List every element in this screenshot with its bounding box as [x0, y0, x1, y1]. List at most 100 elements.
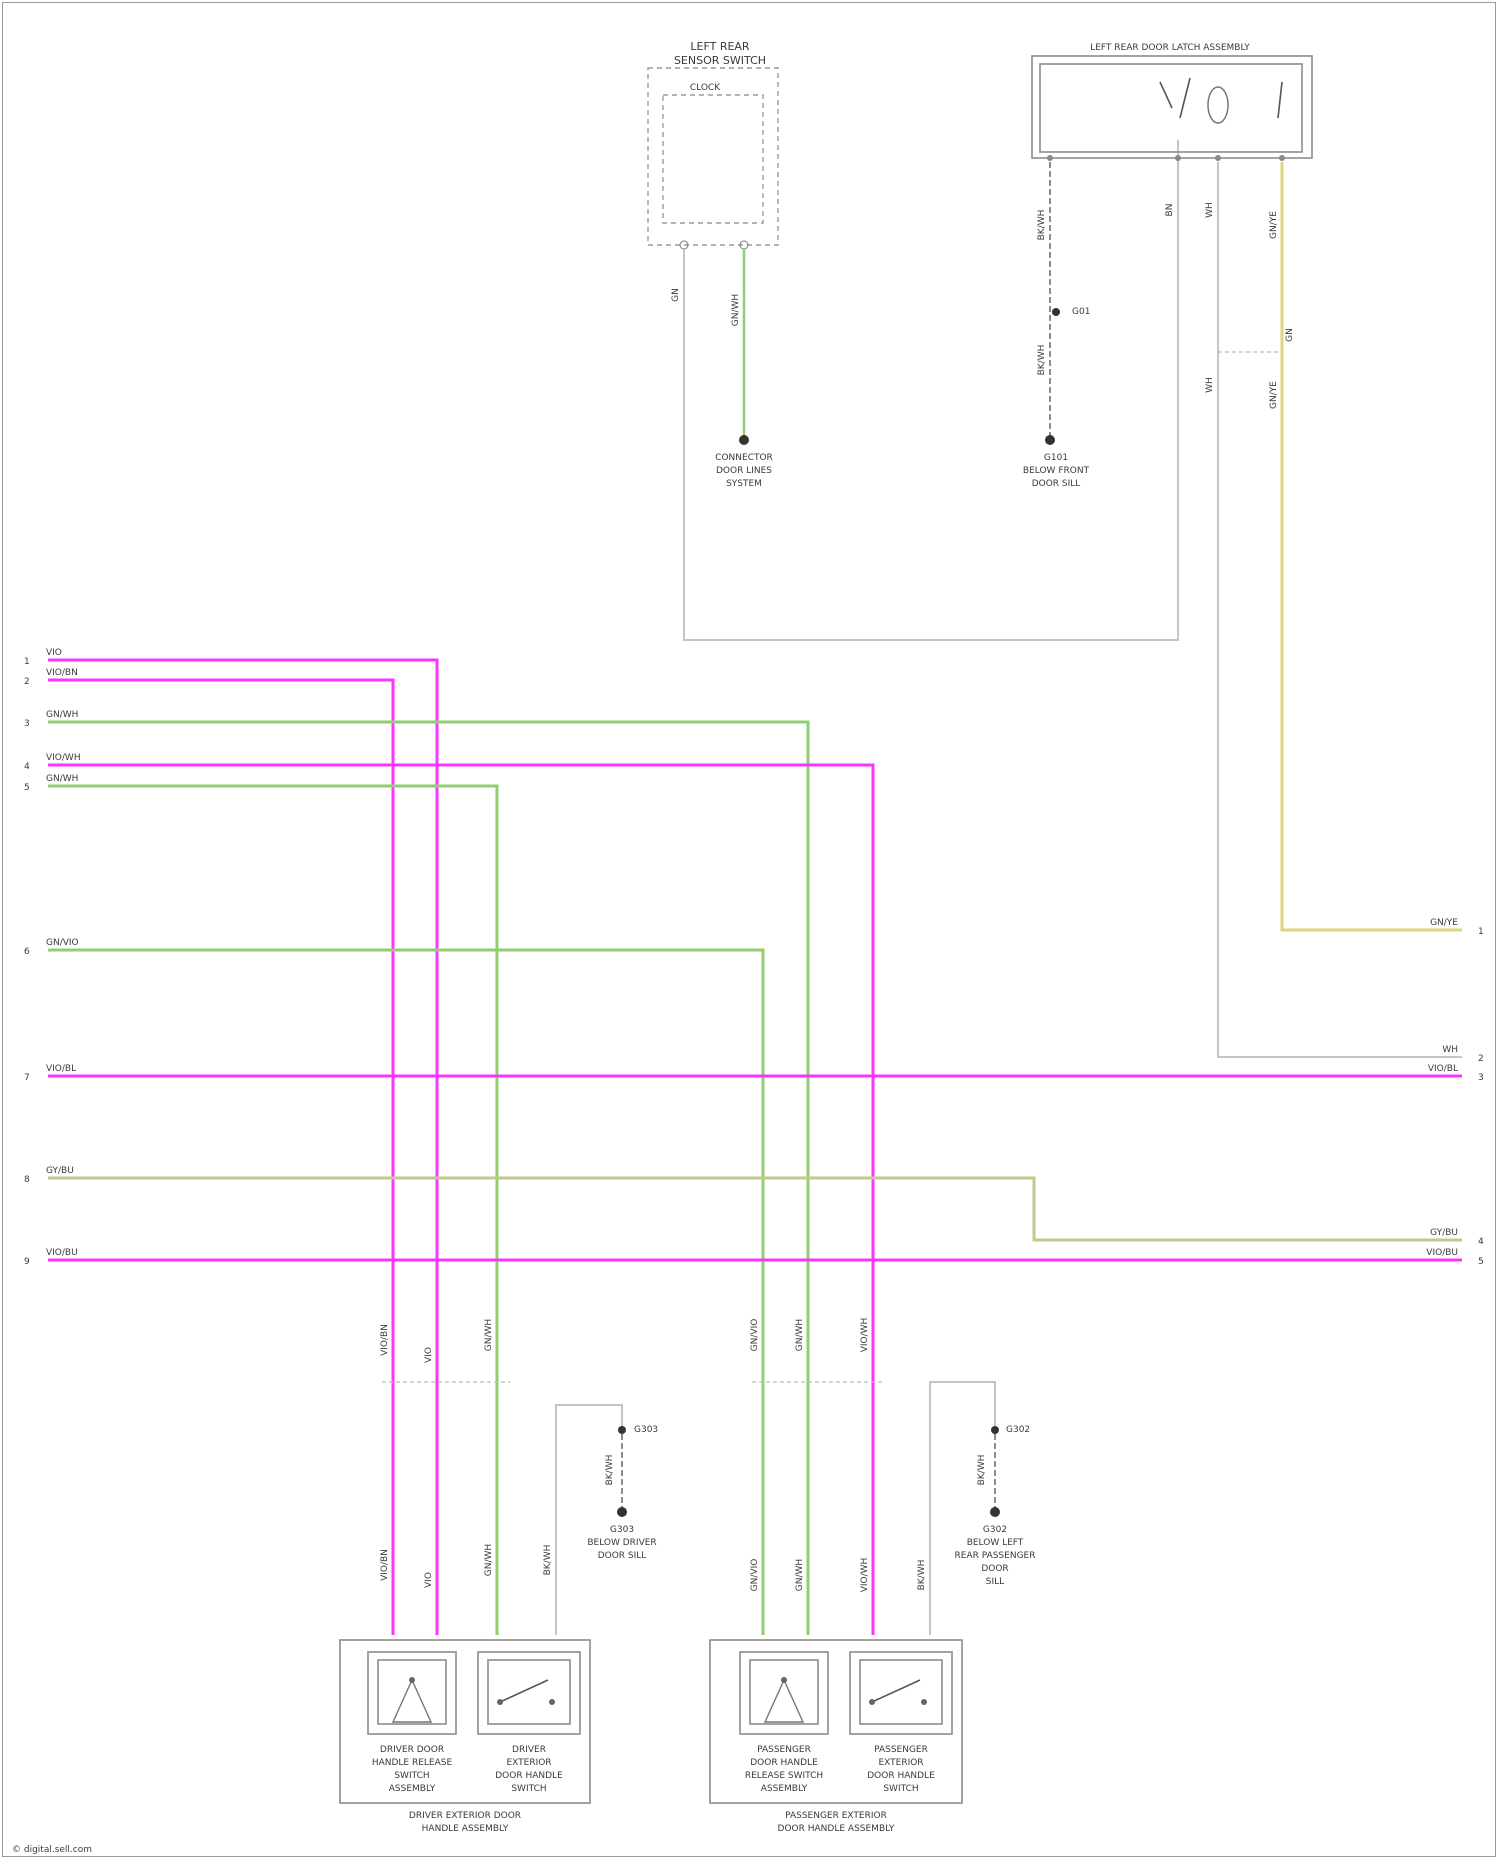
left-pin-4: 4: [24, 762, 30, 772]
left-wire-label-1: VIO: [46, 648, 62, 658]
right-pin-4: 4: [1478, 1237, 1484, 1247]
label-drv-b: VIO: [424, 1347, 434, 1363]
latch-pin-2: [1175, 155, 1181, 161]
ground-4-name-5: SILL: [986, 1577, 1004, 1587]
label-pass-d: BK/WH: [977, 1455, 987, 1486]
passenger-ground-splice: [991, 1426, 999, 1434]
ground-3-pin: G303: [634, 1425, 658, 1435]
passenger-motor-label-1: PASSENGER: [757, 1745, 811, 1755]
ground-1-name-2: DOOR LINES: [716, 466, 772, 476]
latch-splice-dot: [1052, 308, 1060, 316]
ground-1-name-3: SYSTEM: [726, 479, 762, 489]
passenger-switch-pin-b: [921, 1699, 927, 1705]
passenger-motor-inner: [750, 1660, 818, 1724]
right-connector-labels: GN/YE WH VIO/BL GY/BU VIO/BU 1 2 3 4 5: [1426, 918, 1484, 1267]
label-latch-b: BN: [1165, 204, 1175, 217]
ground-3-name-2: BELOW DRIVER: [587, 1538, 656, 1548]
driver-motor-label-2: HANDLE RELEASE: [372, 1758, 453, 1768]
driver-switch-label-3: DOOR HANDLE: [495, 1771, 563, 1781]
left-wire-label-2: VIO/BN: [46, 668, 78, 678]
ground-2-name-2: BELOW FRONT: [1023, 466, 1090, 476]
sensor-switch: LEFT REAR SENSOR SWITCH CLOCK: [648, 40, 778, 249]
label-pass-b: GN/WH: [795, 1319, 805, 1351]
right-pin-1: 1: [1478, 927, 1484, 937]
passenger-switch-label-4: SWITCH: [883, 1784, 918, 1794]
latch-switch-3: [1278, 82, 1282, 118]
passenger-assembly-caption-1: PASSENGER EXTERIOR: [785, 1811, 887, 1821]
label-latch-c: WH: [1205, 202, 1215, 218]
ground-3-name-1: G303: [610, 1525, 634, 1535]
latch-inner-box: [1040, 64, 1302, 152]
driver-ground-splice: [618, 1426, 626, 1434]
wire-passenger-ground-loop: [930, 1382, 995, 1635]
right-wire-label-5: VIO/BU: [1426, 1248, 1458, 1258]
ground-4-name-3: REAR PASSENGER: [955, 1551, 1036, 1561]
label-pass-b2: GN/WH: [795, 1559, 805, 1591]
label-drv-d: BK/WH: [605, 1455, 615, 1486]
left-pin-2: 2: [24, 677, 30, 687]
passenger-assembly-caption-2: DOOR HANDLE ASSEMBLY: [778, 1824, 895, 1834]
right-pin-5: 5: [1478, 1257, 1484, 1267]
driver-switch-label-4: SWITCH: [511, 1784, 546, 1794]
label-pass-c2: VIO/WH: [860, 1558, 870, 1593]
wire-1-vio: [48, 660, 437, 1635]
left-pin-5: 5: [24, 783, 30, 793]
driver-motor-inner: [378, 1660, 446, 1724]
ground-3-name-3: DOOR SILL: [598, 1551, 647, 1561]
label-sensor-a: GN: [671, 288, 681, 302]
ground-2-dot: [1045, 435, 1055, 445]
label-latch-e: BK/WH: [1037, 345, 1047, 376]
wire-8-gy-bu: [48, 1178, 1462, 1240]
right-wire-label-3: VIO/BL: [1428, 1064, 1458, 1074]
label-pass-a: GN/VIO: [750, 1319, 760, 1352]
left-pin-1: 1: [24, 657, 30, 667]
wire-driver-ground-loop: [556, 1405, 622, 1635]
left-wire-label-3: GN/WH: [46, 710, 78, 720]
driver-motor-label-1: DRIVER DOOR: [380, 1745, 444, 1755]
left-wire-label-4: VIO/WH: [46, 753, 81, 763]
latch-motor: [1208, 87, 1228, 123]
right-pin-2: 2: [1478, 1054, 1484, 1064]
passenger-motor-symbol: [765, 1680, 803, 1722]
door-latch-assembly: LEFT REAR DOOR LATCH ASSEMBLY: [1032, 43, 1312, 161]
left-wire-label-9: VIO/BU: [46, 1248, 78, 1258]
left-pin-6: 6: [24, 947, 30, 957]
ground-4-pin: G302: [1006, 1425, 1030, 1435]
label-drv-a2: VIO/BN: [380, 1549, 390, 1581]
passenger-switch-blade: [872, 1680, 920, 1702]
driver-motor-label-4: ASSEMBLY: [389, 1784, 436, 1794]
ground-2-name-3: DOOR SILL: [1032, 479, 1081, 489]
sensor-title-1: LEFT REAR: [690, 40, 750, 53]
sensor-inner-box: [663, 95, 763, 223]
left-wire-label-5: GN/WH: [46, 774, 78, 784]
left-connector-labels: VIO VIO/BN GN/WH VIO/WH GN/WH GN/VIO VIO…: [24, 648, 81, 1267]
label-latch-g: GN/YE: [1269, 381, 1279, 409]
sensor-inner-label: CLOCK: [690, 83, 721, 93]
label-sensor-b: GN/WH: [731, 294, 741, 326]
passenger-switch-label-3: DOOR HANDLE: [867, 1771, 935, 1781]
ground-4-dot: [990, 1507, 1000, 1517]
right-wire-label-2: WH: [1442, 1045, 1458, 1055]
wire-6-gn-vio: [48, 950, 763, 1635]
label-drv-c2: GN/WH: [484, 1544, 494, 1576]
driver-switch-label-1: DRIVER: [512, 1745, 546, 1755]
right-wire-label-1: GN/YE: [1430, 918, 1458, 928]
ground-2-pin: G01: [1072, 307, 1090, 317]
label-pass-d2: BK/WH: [917, 1560, 927, 1591]
latch-switch-2: [1180, 78, 1190, 118]
left-pin-7: 7: [24, 1073, 30, 1083]
ground-4-name-1: G302: [983, 1525, 1007, 1535]
ground-4-name-4: DOOR: [981, 1564, 1008, 1574]
sensor-title-2: SENSOR SWITCH: [674, 54, 766, 67]
ground-1-dot: [739, 435, 749, 445]
label-drv-a: VIO/BN: [380, 1324, 390, 1356]
ground-4-name-2: BELOW LEFT: [967, 1538, 1024, 1548]
latch-pin-1: [1047, 155, 1053, 161]
passenger-motor-label-3: RELEASE SWITCH: [745, 1771, 823, 1781]
passenger-switch-box: [850, 1652, 952, 1734]
passenger-motor-pivot: [781, 1677, 787, 1683]
driver-switch-pin-b: [549, 1699, 555, 1705]
latch-pin-4: [1279, 155, 1285, 161]
passenger-motor-label-2: DOOR HANDLE: [750, 1758, 818, 1768]
label-latch-h: GN: [1285, 328, 1295, 342]
